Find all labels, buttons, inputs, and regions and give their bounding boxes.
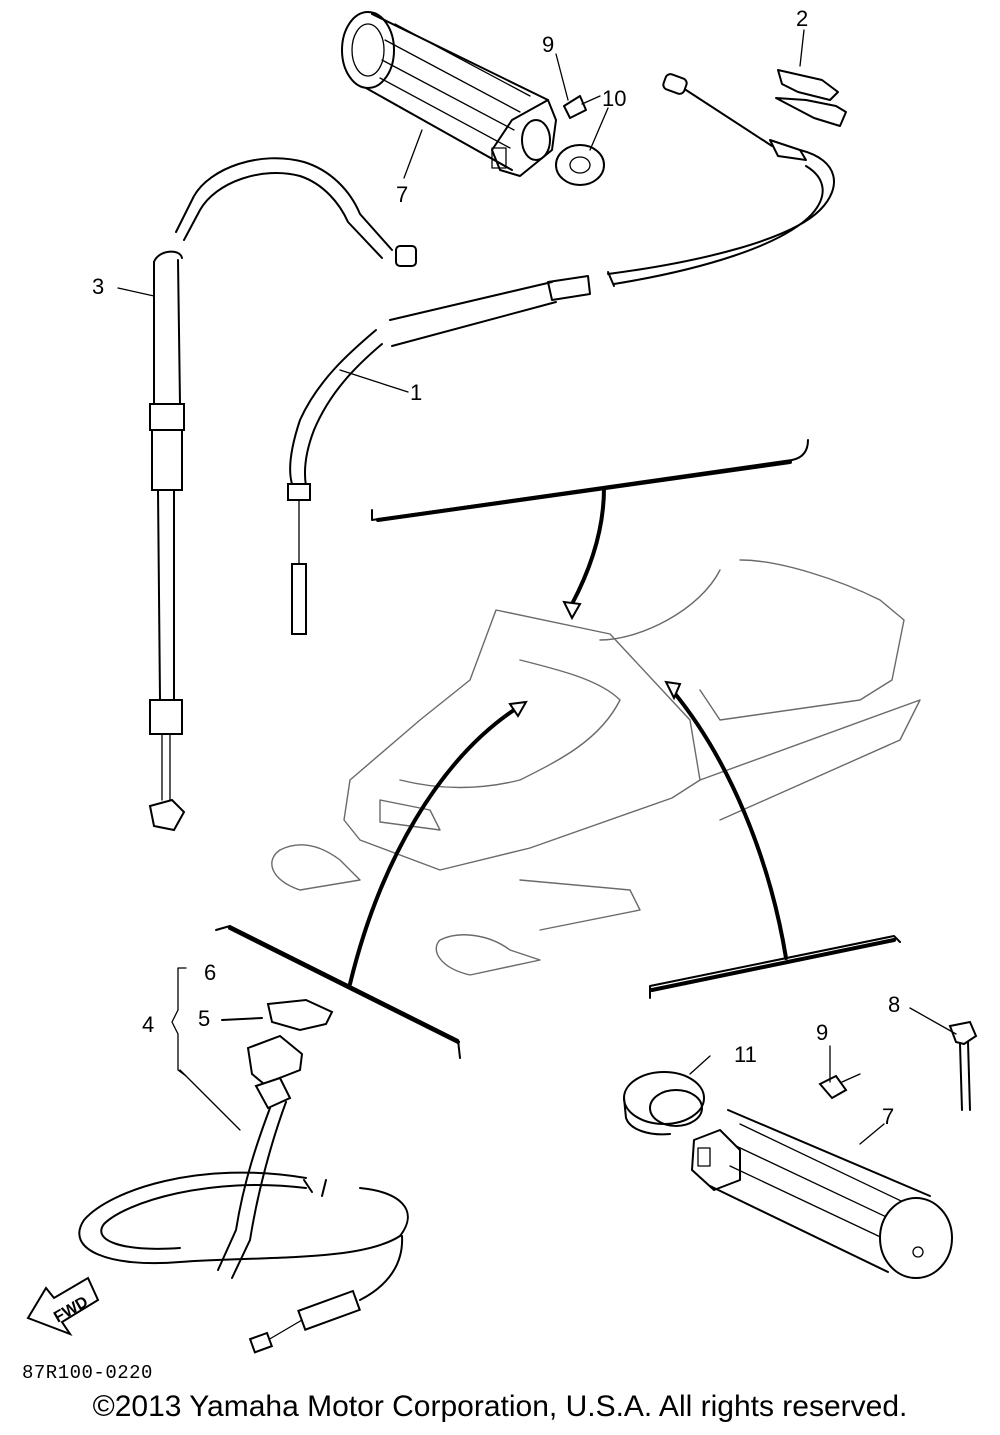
screw-bottom (818, 1073, 861, 1100)
handlebar-grip-bottom (691, 1109, 953, 1279)
grip-collar (623, 1071, 705, 1136)
callout-5: 5 (198, 1006, 210, 1031)
diagram-reference-code: 87R100-0220 (22, 1362, 153, 1384)
cable-tie (948, 1020, 978, 1111)
cable-clip (775, 69, 847, 127)
leader-lines (117, 29, 957, 1145)
callout-10: 10 (602, 86, 626, 111)
handlebar-grip-top (341, 11, 557, 177)
washer (555, 144, 605, 186)
callout-3: 3 (92, 274, 104, 299)
callout-7-top: 7 (396, 182, 408, 207)
callout-6: 6 (204, 960, 216, 985)
callout-2: 2 (796, 6, 808, 31)
callout-9-top: 9 (542, 32, 554, 57)
callout-4: 4 (142, 1012, 154, 1037)
screw-top (563, 95, 601, 119)
throttle-cable (287, 73, 835, 635)
copyright-notice: ©2013 Yamaha Motor Corporation, U.S.A. A… (92, 1390, 908, 1423)
fwd-arrow: FWD (26, 1276, 100, 1337)
choke-cable (148, 157, 417, 832)
callout-9-bottom: 9 (816, 1020, 828, 1045)
callout-1: 1 (410, 380, 422, 405)
callout-8: 8 (888, 992, 900, 1017)
switch-assembly (78, 967, 409, 1354)
callout-7-bottom: 7 (882, 1104, 894, 1129)
callout-11: 11 (734, 1042, 757, 1067)
snowmobile-outline (271, 559, 921, 976)
callout-labels: 1 2 3 4 5 6 7 7 8 9 9 10 11 (92, 6, 900, 1129)
detail-brackets (215, 439, 901, 1059)
